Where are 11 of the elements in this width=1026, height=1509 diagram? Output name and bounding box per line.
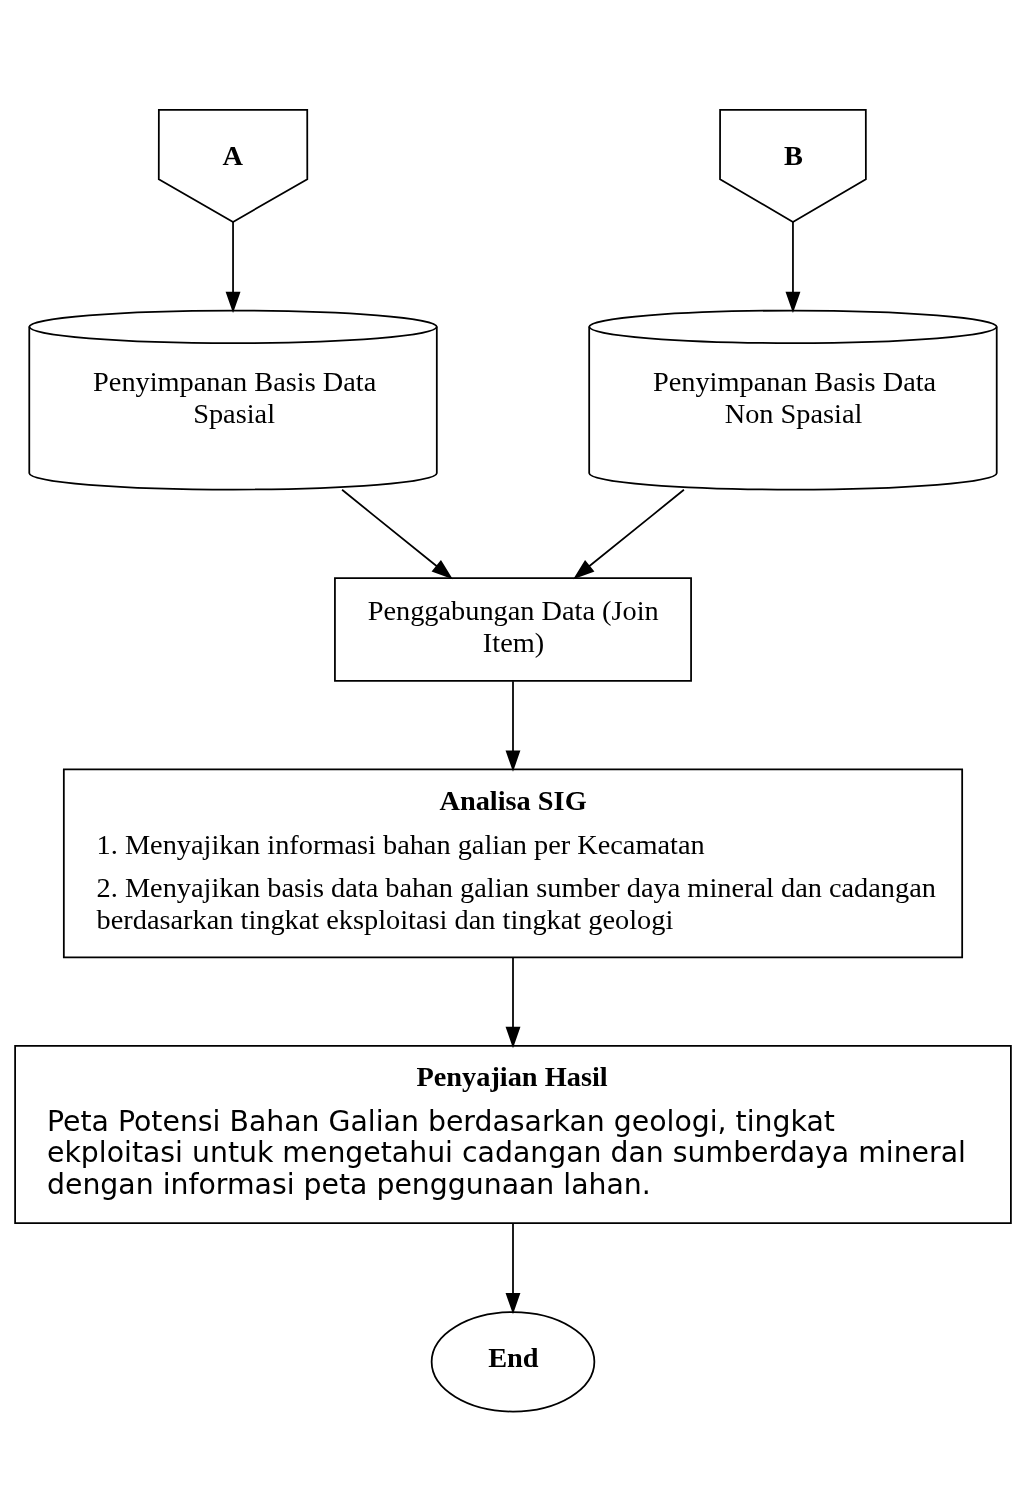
node-box: Analisa SIG 1. Menyajikan informasi bahan galian per Kecamatan 2. Menyajikan basis data bahan galian sumber daya mineral dan cadangan berdasarkan tingkat eksploitasi dan tingkat geologi — [62, 768, 964, 958]
arrow — [785, 220, 801, 313]
node-box: Penyajian Hasil Peta Potensi Bahan Galian berdasarkan geologi, tingkat ekploitasi untuk mengetahui cadangan dan sumberdaya mineral dengan informasi peta penggunaan lahan. — [14, 1044, 1012, 1224]
arrow — [505, 679, 521, 772]
arrow — [505, 1222, 521, 1314]
node-ellipse: End — [430, 1310, 596, 1412]
arrow — [505, 956, 521, 1048]
arrow — [573, 488, 685, 579]
node-box: Penggabungan Data (Join Item) — [334, 576, 692, 682]
arrow — [225, 220, 241, 313]
arrow — [341, 488, 453, 579]
